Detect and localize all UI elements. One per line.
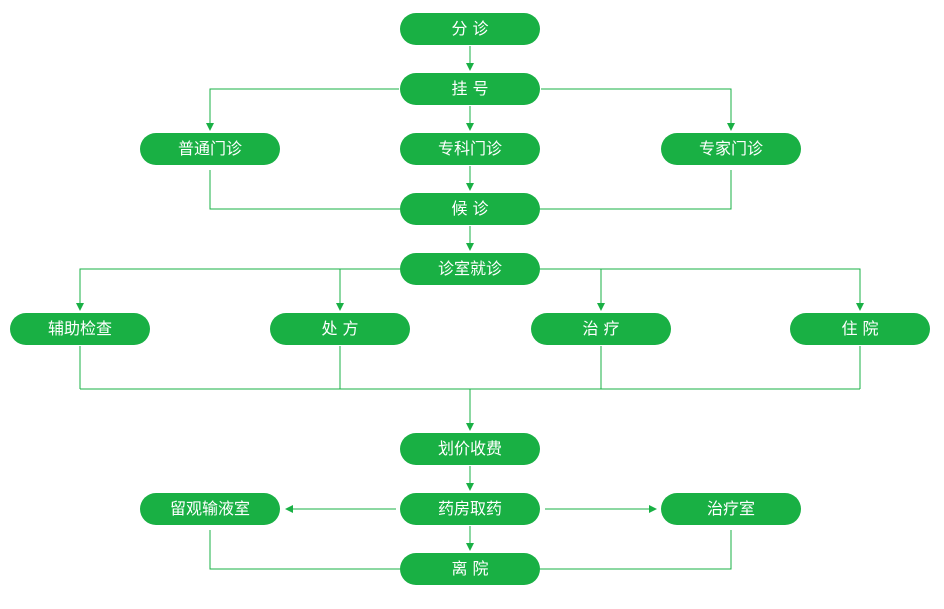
node-waiting: 候 诊 [400,193,540,225]
node-prescription: 处 方 [270,313,410,345]
line-observation-to-discharge [209,530,400,570]
node-hospitalization: 住 院 [790,313,930,345]
line-expert-to-waiting [540,170,732,210]
arrow-registration-to-general [206,88,399,131]
node-pharmacy: 药房取药 [400,493,540,525]
line-treatment-room-to-discharge [540,530,732,570]
node-observation-infusion: 留观输液室 [140,493,280,525]
node-expert-clinic: 专家门诊 [661,133,801,165]
node-treatment-room: 治疗室 [661,493,801,525]
arrow-registration-to-expert [541,88,735,131]
node-consultation: 诊室就诊 [400,253,540,285]
line-consultation-left-branch [76,268,400,311]
node-auxiliary-exam: 辅助检查 [10,313,150,345]
node-specialty-clinic: 专科门诊 [400,133,540,165]
node-billing: 划价收费 [400,433,540,465]
node-registration: 挂 号 [400,73,540,105]
node-discharge: 离 院 [400,553,540,585]
node-treatment: 治 疗 [531,313,671,345]
node-general-clinic: 普通门诊 [140,133,280,165]
node-triage: 分 诊 [400,13,540,45]
line-consultation-right-branch [540,268,864,311]
line-general-to-waiting [209,170,400,210]
